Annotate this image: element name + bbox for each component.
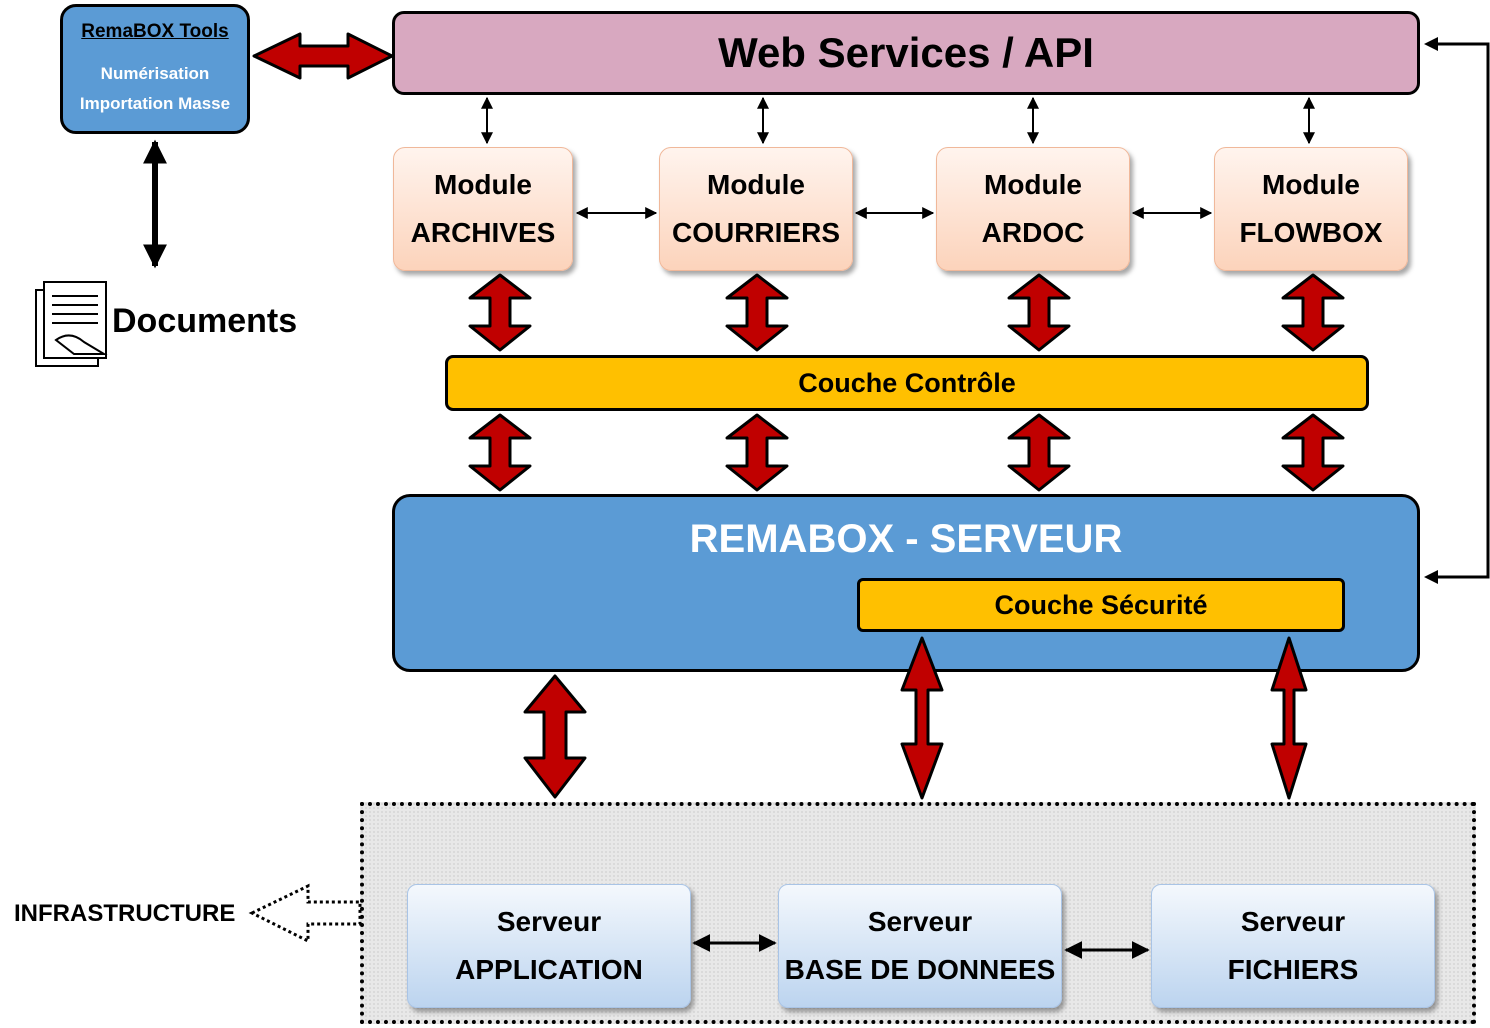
- tools-title: RemaBOX Tools: [81, 21, 229, 42]
- control-server-arrow-4: [1281, 413, 1345, 492]
- module-ardoc: Module ARDOC: [936, 147, 1130, 271]
- module-flowbox-line2: FLOWBOX: [1239, 217, 1383, 248]
- api-label: Web Services / API: [718, 29, 1094, 76]
- infrastructure-pointer-arrow: [248, 883, 362, 944]
- server-application-line1: Serveur: [496, 906, 602, 937]
- security-layer-label: Couche Sécurité: [994, 589, 1208, 620]
- security-layer: Couche Sécurité: [857, 578, 1345, 632]
- server-database: Serveur BASE DE DONNEES: [778, 884, 1062, 1008]
- ardoc-control-arrow: [1007, 273, 1071, 352]
- tools-api-double-arrow: [252, 32, 394, 80]
- module-courriers-line2: COURRIERS: [671, 217, 840, 248]
- archives-control-arrow: [468, 273, 532, 352]
- server-database-line2: BASE DE DONNEES: [784, 954, 1056, 985]
- module-courriers: Module COURRIERS: [659, 147, 853, 271]
- control-server-arrow-1: [468, 413, 532, 492]
- server-files-line1: Serveur: [1240, 906, 1346, 937]
- control-server-arrow-2: [725, 413, 789, 492]
- courriers-control-arrow: [725, 273, 789, 352]
- module-ardoc-line1: Module: [984, 169, 1082, 200]
- server-application-line2: APPLICATION: [455, 954, 643, 985]
- server-files: Serveur FICHIERS: [1151, 884, 1435, 1008]
- module-flowbox: Module FLOWBOX: [1214, 147, 1408, 271]
- module-flowbox-line1: Module: [1262, 169, 1360, 200]
- flowbox-control-arrow: [1281, 273, 1345, 352]
- module-courriers-line1: Module: [707, 169, 805, 200]
- server-files-line2: FICHIERS: [1227, 954, 1359, 985]
- api-box: Web Services / API: [392, 11, 1420, 95]
- infrastructure-label: INFRASTRUCTURE: [14, 900, 236, 927]
- server-application: Serveur APPLICATION: [407, 884, 691, 1008]
- server-title: REMABOX - SERVEUR: [689, 517, 1123, 561]
- documents-label: Documents: [112, 302, 298, 340]
- security-files-arrow: [1270, 636, 1308, 800]
- tools-line-numerisation: Numérisation: [100, 64, 210, 83]
- module-archives-line1: Module: [434, 169, 532, 200]
- module-archives-line2: ARCHIVES: [410, 217, 556, 248]
- security-db-arrow: [900, 636, 944, 800]
- server-database-line1: Serveur: [867, 906, 973, 937]
- server-api-loop-arrow: [1428, 42, 1490, 579]
- control-layer: Couche Contrôle: [445, 355, 1369, 411]
- module-ardoc-line2: ARDOC: [981, 217, 1085, 248]
- module-archives: Module ARCHIVES: [393, 147, 573, 271]
- control-layer-label: Couche Contrôle: [798, 367, 1016, 398]
- remabox-tools-box: RemaBOX Tools Numérisation Importation M…: [60, 4, 250, 134]
- control-server-arrow-3: [1007, 413, 1071, 492]
- server-app-arrow: [523, 674, 587, 799]
- tools-line-importation: Importation Masse: [79, 94, 231, 113]
- document-icon: [35, 281, 108, 367]
